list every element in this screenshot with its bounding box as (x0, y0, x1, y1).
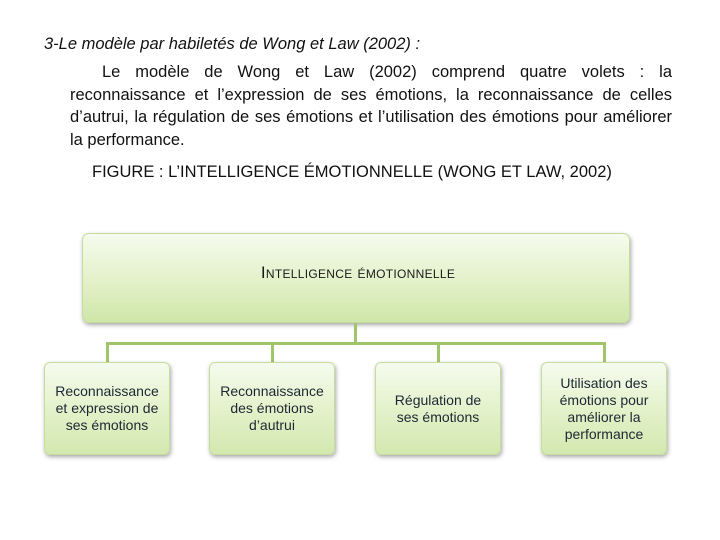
connector-branch-1 (106, 342, 109, 363)
connector-branch-2 (271, 342, 274, 363)
diagram-child-utilisation: Utilisation des émotions pour améliorer … (541, 362, 667, 455)
connector-branch-3 (437, 342, 440, 363)
diagram-root-box (82, 233, 630, 323)
connector-trunk (354, 323, 357, 344)
diagram-child-regulation: Régulation de ses émotions (375, 362, 501, 455)
figure-caption: FIGURE : L’INTELLIGENCE ÉMOTIONNELLE (WO… (92, 163, 612, 181)
connector-bar (106, 342, 606, 345)
body-paragraph: Le modèle de Wong et Law (2002) comprend… (70, 63, 672, 149)
child-label: Régulation de ses émotions (394, 391, 482, 425)
connector-branch-4 (603, 342, 606, 363)
child-label: Reconnaissance des émotions d’autrui (220, 383, 324, 433)
child-label: Utilisation des émotions pour améliorer … (559, 374, 649, 442)
diagram-root-label: Intelligence émotionnelle (260, 263, 456, 282)
diagram-child-recognition-others: Reconnaissance des émotions d’autrui (209, 362, 335, 455)
child-label: Reconnaissance et expression de ses émot… (55, 383, 159, 433)
diagram-child-recognition-expression: Reconnaissance et expression de ses émot… (44, 362, 170, 455)
section-heading: 3-Le modèle par habiletés de Wong et Law… (44, 35, 421, 53)
